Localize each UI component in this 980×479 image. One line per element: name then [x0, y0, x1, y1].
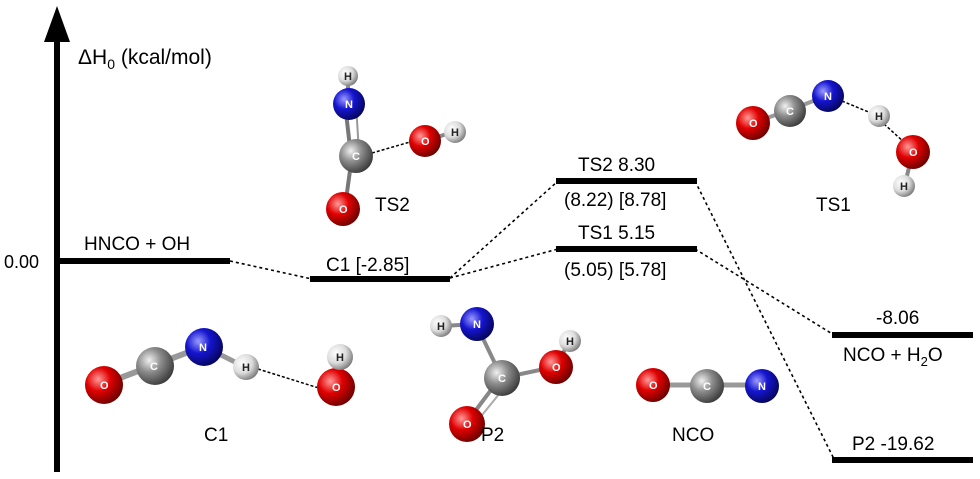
connector-ts2-p2 [694, 180, 835, 460]
svg-text:H: H [875, 111, 883, 123]
svg-text:N: N [473, 319, 481, 331]
hbond [371, 141, 411, 154]
svg-text:H: H [344, 71, 352, 83]
hydrogen-atom [444, 121, 466, 143]
carbon-atom [484, 360, 520, 396]
svg-text:O: O [649, 380, 658, 392]
svg-text:O: O [100, 380, 109, 392]
ts2-level-label: TS2 8.30 [578, 155, 655, 176]
oxygen-atom [636, 368, 670, 402]
ts1-molecule: O C N H O H [736, 80, 930, 197]
nitrogen-atom [745, 369, 779, 403]
svg-text:H: H [566, 336, 574, 348]
y-axis-label: ΔH0 (kcal/mol) [78, 46, 212, 72]
hbond [257, 368, 323, 390]
svg-text:H: H [336, 352, 344, 364]
connectors [229, 180, 835, 460]
nitrogen-atom [812, 80, 844, 112]
carbon-atom [774, 95, 806, 127]
reactants-label: HNCO + OH [84, 234, 190, 255]
nco-structure-label: NCO [672, 425, 714, 446]
hydrogen-atom [868, 105, 890, 127]
nco-h2o-value: -8.06 [876, 308, 919, 329]
oxygen-atom [409, 125, 441, 157]
nitrogen-atom [333, 88, 365, 120]
nco-molecule: O C N [636, 368, 779, 403]
hydrogen-atom [338, 66, 358, 86]
y-axis-arrow [44, 6, 70, 42]
c1-structure-label: C1 [204, 425, 228, 446]
zero-tick-label: 0.00 [4, 252, 39, 272]
svg-text:O: O [463, 419, 472, 431]
hydrogen-atom [327, 344, 353, 370]
hbond [841, 100, 872, 114]
c1-level-label: C1 [-2.85] [326, 255, 409, 276]
svg-text:O: O [421, 136, 430, 148]
p2-molecule: H N C O H O [430, 307, 581, 442]
ts2-molecule: H N C O O H [326, 66, 466, 226]
oxygen-atom [449, 406, 485, 442]
hydrogen-atom [233, 354, 259, 380]
carbon-atom [339, 139, 373, 173]
svg-text:C: C [150, 361, 158, 373]
svg-text:O: O [552, 362, 561, 374]
level-bars [57, 178, 973, 463]
ts1-structure-label: TS1 [816, 195, 851, 216]
svg-text:H: H [242, 362, 250, 374]
ts1-level-sublabel: (5.05) [5.78] [564, 260, 666, 281]
svg-text:H: H [437, 321, 445, 333]
oxygen-atom [85, 366, 123, 404]
svg-text:O: O [332, 382, 341, 394]
hydrogen-atom [559, 330, 581, 352]
ts1-level-label: TS1 5.15 [578, 223, 655, 244]
oxygen-atom [326, 192, 360, 226]
connector-reactants-c1 [229, 260, 313, 280]
c1-molecule: O C N H O H [85, 328, 355, 406]
svg-text:C: C [703, 381, 711, 393]
nitrogen-atom [460, 307, 494, 341]
carbon-atom [136, 347, 174, 385]
svg-text:N: N [345, 99, 353, 111]
svg-text:O: O [749, 118, 758, 130]
hydrogen-atom [430, 315, 452, 337]
svg-text:H: H [900, 181, 908, 193]
svg-text:C: C [352, 151, 360, 163]
svg-text:O: O [339, 204, 348, 216]
svg-text:C: C [786, 106, 794, 118]
hydrogen-atom [893, 175, 915, 197]
ts2-level-sublabel: (8.22) [8.78] [564, 190, 666, 211]
oxygen-atom [896, 135, 930, 169]
ts2-structure-label: TS2 [375, 195, 410, 216]
svg-text:N: N [199, 342, 207, 354]
connector-ts1-nco-h2o [694, 248, 835, 336]
oxygen-atom [539, 350, 573, 384]
svg-text:O: O [909, 147, 918, 159]
carbon-atom [690, 369, 724, 403]
connector-c1-ts2 [449, 180, 559, 279]
nitrogen-atom [185, 328, 223, 366]
svg-text:N: N [824, 91, 832, 103]
oxygen-atom [317, 368, 355, 406]
p2-structure-label: P2 [481, 425, 504, 446]
svg-text:H: H [451, 127, 459, 139]
svg-text:N: N [758, 381, 766, 393]
nco-h2o-label: NCO + H2O [843, 345, 943, 369]
connector-c1-ts1 [449, 248, 559, 279]
p2-level-label: P2 -19.62 [852, 434, 934, 455]
oxygen-atom [736, 106, 770, 140]
svg-text:C: C [498, 373, 506, 385]
